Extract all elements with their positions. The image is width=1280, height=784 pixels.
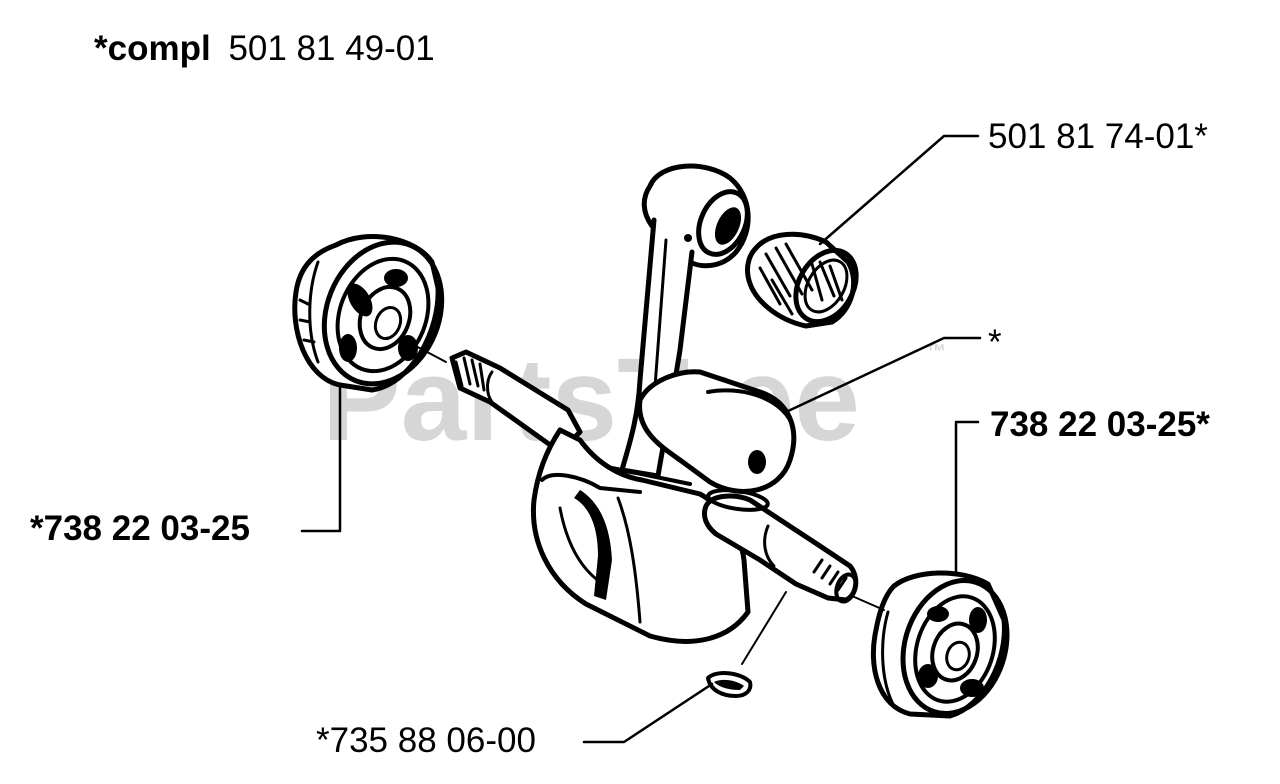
label-woodruff-key: *735 88 06-00 (316, 721, 536, 760)
label-bearing-left: *738 22 03-25 (30, 509, 250, 548)
axis-line-left (411, 343, 447, 363)
label-bearing-right: 738 22 03-25* (990, 405, 1210, 444)
right-ball-bearing (870, 570, 1010, 719)
leader-woodruff-key (582, 682, 714, 744)
assembly-prefix: *compl (94, 29, 211, 68)
assembly-number: 501 81 49-01 (228, 29, 434, 68)
needle-bearing (745, 231, 859, 329)
leader-needle-bearing (818, 134, 980, 246)
assembly-title: *compl 501 81 49-01 (94, 29, 435, 68)
left-ball-bearing (292, 234, 445, 393)
key-position-line (741, 591, 787, 665)
crankshaft-left-journal (449, 349, 583, 455)
connecting-rod (619, 163, 797, 494)
leader-right-bearing (954, 420, 980, 576)
axis-line-right (851, 595, 885, 611)
label-crank-asterisk: * (988, 323, 1002, 362)
crankshaft-right-journal (701, 488, 859, 604)
crankshaft-web (530, 427, 751, 644)
leader-left-bearing (300, 386, 342, 533)
leader-lines (300, 134, 982, 744)
watermark-trademark: ™ (926, 341, 946, 363)
leader-crank-asterisk (784, 336, 982, 414)
woodruff-key (706, 671, 753, 698)
label-needle-bearing: 501 81 74-01* (988, 117, 1208, 156)
